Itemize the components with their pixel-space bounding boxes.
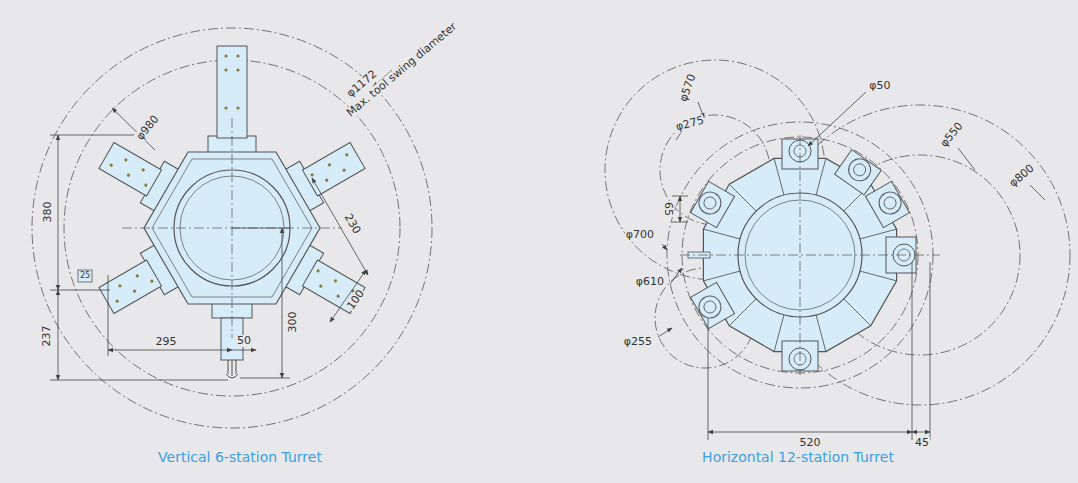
- dimension-label: 45: [914, 437, 930, 449]
- dimension-label: φ275: [674, 114, 706, 134]
- dimension-label: φ980: [134, 113, 163, 144]
- dimension-label: φ550: [938, 120, 967, 151]
- figure-caption: Horizontal 12-station Turret: [701, 450, 895, 465]
- dimension-label: 300: [287, 311, 299, 334]
- figure-caption: Vertical 6-station Turret: [157, 450, 323, 465]
- dimension-label: φ700: [625, 229, 655, 241]
- dimension-label: 380: [42, 201, 54, 224]
- dimension-label: 100: [344, 287, 367, 313]
- dimension-label: 237: [41, 325, 53, 348]
- dimension-label: φ570: [677, 72, 699, 105]
- dimension-label: 520: [799, 437, 822, 449]
- dimension-label: 25: [79, 272, 91, 281]
- horizontal-turret: [605, 60, 1070, 440]
- dimension-label: 295: [155, 336, 178, 348]
- note-label: Max. tool swing diameter: [344, 20, 460, 120]
- dimension-label: φ800: [1007, 162, 1038, 191]
- dimension-label: 65: [662, 201, 674, 217]
- dimension-label: 50: [236, 335, 252, 347]
- dimension-label: φ50: [868, 80, 891, 92]
- dimension-label: 230: [341, 211, 363, 237]
- dimension-label: φ610: [635, 276, 665, 288]
- dimension-label: φ255: [623, 336, 653, 348]
